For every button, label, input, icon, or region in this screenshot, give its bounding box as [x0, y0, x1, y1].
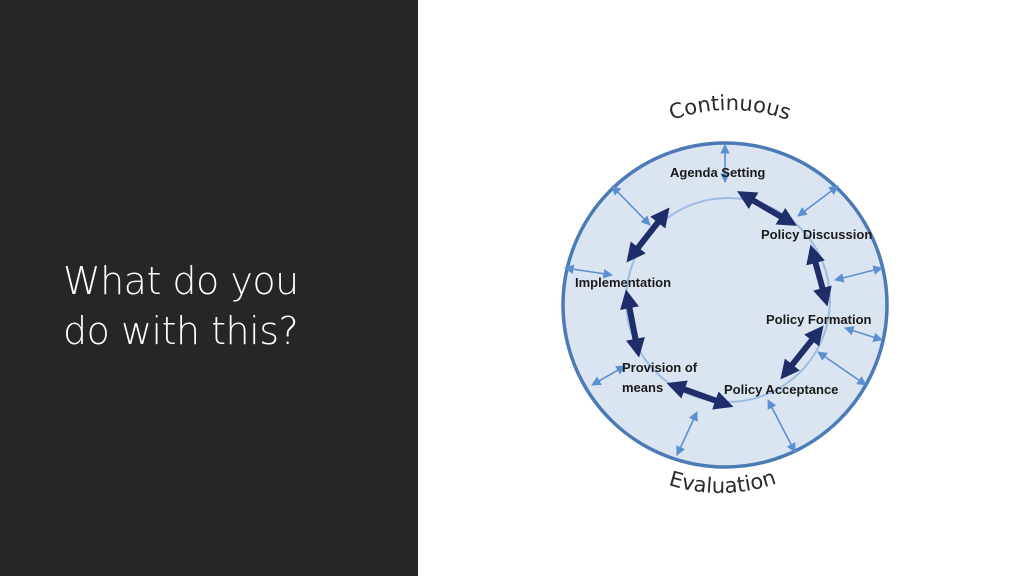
- cycle-arrow-formation-acceptance: [780, 325, 824, 380]
- spoke-arrow: [591, 365, 626, 386]
- cycle-arrows: [620, 191, 832, 410]
- spoke-arrow: [767, 399, 796, 453]
- policy-cycle-diagram: Continuous Evaluation Agenda Setting Pol…: [540, 90, 910, 510]
- stage-agenda-setting: Agenda Setting: [670, 165, 765, 180]
- cycle-arrow-implementation-agenda: [626, 207, 670, 263]
- cycle-arrow-provision-implementation: [620, 289, 645, 358]
- stage-policy-discussion: Policy Discussion: [761, 227, 872, 242]
- cycle-arrow-acceptance-provision: [666, 380, 734, 410]
- stage-implementation: Implementation: [575, 275, 671, 290]
- spoke-arrow: [676, 411, 698, 456]
- stage-provision-of-means-line-1: Provision of: [622, 360, 698, 375]
- spoke-arrow: [564, 264, 613, 279]
- spoke-arrow: [817, 351, 867, 386]
- stage-policy-acceptance: Policy Acceptance: [724, 382, 838, 397]
- spoke-arrow: [844, 326, 883, 342]
- stage-policy-formation: Policy Formation: [766, 312, 872, 327]
- spoke-arrow: [834, 265, 883, 283]
- cycle-arrow-agenda-discussion: [737, 191, 797, 226]
- slide-title-line-1: What do you: [63, 259, 299, 303]
- slide-title: What do you do with this?: [63, 256, 393, 356]
- spoke-arrow: [797, 185, 839, 217]
- slide-title-line-2: do with this?: [63, 309, 299, 353]
- label-evaluation: Evaluation: [667, 465, 779, 498]
- outer-circle: [561, 141, 889, 469]
- label-continuous: Continuous: [666, 91, 794, 125]
- cycle-arrow-discussion-formation: [806, 244, 832, 307]
- stage-provision-of-means-line-2: means: [622, 380, 663, 395]
- left-panel: What do you do with this?: [0, 0, 418, 576]
